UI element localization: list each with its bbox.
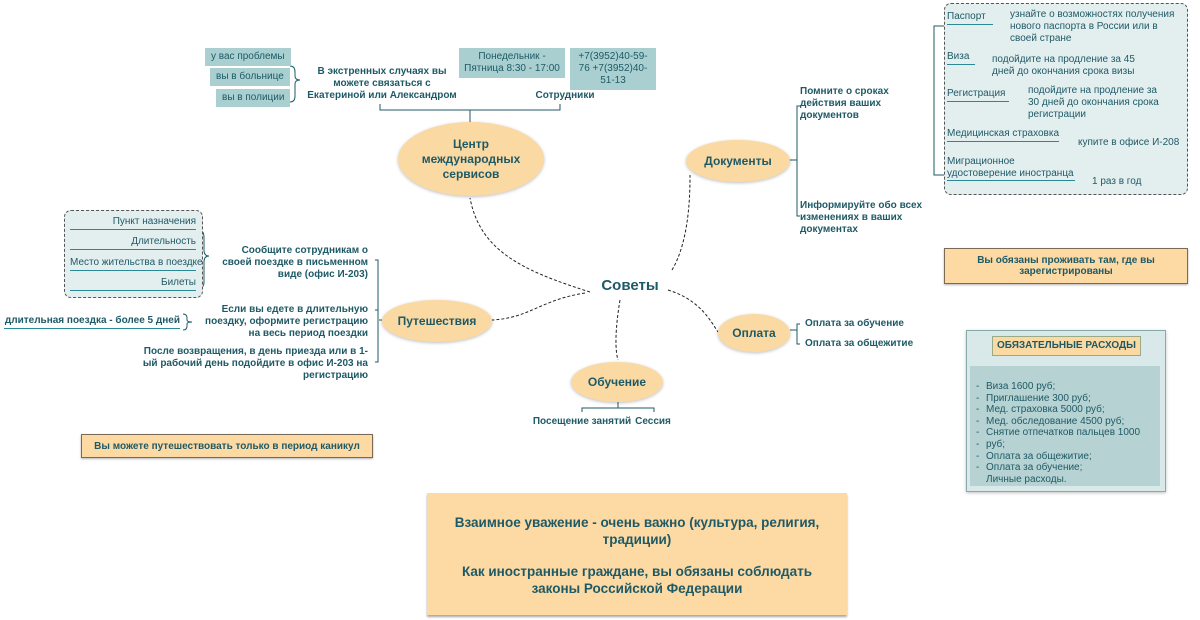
travel-long: Если вы едете в длительную поездку, офор…: [205, 304, 368, 339]
doc-label-visa: Виза: [947, 50, 975, 65]
expense-item: Мед. страховка 5000 руб;: [986, 404, 1105, 416]
doc-note-passport: узнайте о возможностях получения нового …: [1010, 9, 1175, 44]
expense-item: Оплата за общежитие;: [986, 450, 1092, 462]
expense-dash: -: [976, 450, 980, 462]
expense-dash: -: [976, 415, 980, 427]
travel-report-item-2: Длительность: [70, 235, 196, 250]
study-node: Обучение: [571, 362, 663, 402]
travel-report-item-1: Пункт назначения: [70, 215, 196, 230]
expense-dash: -: [976, 462, 980, 474]
travel-return: После возвращения, в день приезда или в …: [142, 346, 368, 381]
centr-node: Центр международных сервисов: [398, 122, 544, 196]
problem-tag-2: вы в больнице: [210, 68, 290, 86]
documents-details-box: [944, 3, 1188, 195]
expense-dash: -: [976, 404, 980, 416]
study-item-1: Посещение занятий: [532, 416, 632, 427]
doc-note-migration: 1 раз в год: [1092, 176, 1142, 187]
expense-item: Снятие отпечатков пальцев 1000 руб;: [986, 427, 1141, 450]
centr-contact-text: В экстренных случаях вы можете связаться…: [307, 66, 457, 101]
bottom-notice: [427, 493, 847, 615]
problem-tag-3: вы в полиции: [216, 89, 291, 107]
staff-label: Сотрудники: [535, 90, 595, 101]
phones-tag: +7(3952)40-59-76 +7(3952)40-51-13: [570, 48, 656, 90]
doc-label-passport: Паспорт: [947, 10, 993, 25]
holidays-notice: Вы можете путешествовать только в период…: [81, 434, 373, 458]
travel-node: Путешествия: [382, 300, 492, 342]
payment-item-2: Оплата за общежитие: [805, 338, 914, 349]
documents-node: Документы: [686, 140, 790, 182]
problem-tag-1: у вас проблемы: [205, 48, 291, 66]
doc-note-registration: подойдите на продление за 30 дней до око…: [1028, 85, 1159, 120]
centr-title: Центр международных сервисов: [421, 136, 521, 181]
expense-dash: -: [976, 392, 980, 404]
doc-note-visa: подойдите на продление за 45 дней до око…: [992, 54, 1135, 77]
expense-item: Оплата за обучение;: [986, 462, 1083, 474]
payment-title: Оплата: [732, 326, 776, 340]
travel-long-note: длительная поездка - более 5 дней: [4, 314, 180, 329]
travel-report-item-4: Билеты: [70, 276, 196, 291]
expenses-title: ОБЯЗАТЕЛЬНЫЕ РАСХОДЫ: [992, 336, 1141, 356]
expenses-inner: [970, 366, 1160, 486]
residence-notice: Вы обязаны проживать там, где вы зарегис…: [944, 248, 1188, 284]
hours-tag: Понедельник - Пятница 8:30 - 17:00: [459, 48, 565, 78]
residence-notice-text: Вы обязаны проживать там, где вы зарегис…: [977, 255, 1155, 277]
expenses-list: Виза 1600 руб; Приглашение 300 руб; Мед.…: [978, 381, 1158, 485]
travel-title: Путешествия: [397, 314, 477, 328]
travel-report: Сообщите сотрудникам о своей поездке в п…: [222, 245, 368, 280]
expense-item: Мед. обследование 4500 руб;: [986, 415, 1125, 427]
expense-item: Виза 1600 руб;: [986, 381, 1056, 392]
documents-inform: Информируйте обо всех изменениях в ваших…: [800, 200, 923, 235]
study-item-2: Сессия: [635, 416, 671, 427]
documents-title: Документы: [704, 154, 772, 168]
payment-node: Оплата: [718, 314, 790, 352]
study-title: Обучение: [587, 375, 647, 389]
payment-item-1: Оплата за обучение: [805, 318, 904, 329]
doc-label-insurance: Медицинская страховка: [947, 127, 1059, 142]
expense-dash: -: [976, 438, 980, 450]
center-title: Советы: [601, 277, 659, 294]
expense-item: Приглашение 300 руб;: [986, 392, 1091, 404]
travel-report-box: [64, 210, 203, 298]
documents-remember: Помните о сроках действия ваших документ…: [800, 86, 889, 121]
bottom-line-2: Как иностранные граждане, вы обязаны соб…: [461, 564, 813, 596]
doc-note-insurance: купите в офисе И-208: [1078, 137, 1180, 148]
doc-label-registration: Регистрация: [947, 87, 1009, 102]
bottom-line-1: Взаимное уважение - очень важно (культур…: [454, 515, 820, 547]
doc-label-migration: Миграционное удостоверение иностранца: [947, 156, 1075, 181]
expense-dash: -: [976, 427, 980, 439]
travel-report-item-3: Место жительства в поездке: [70, 256, 203, 271]
expense-dash: -: [976, 381, 980, 392]
expense-item: Личные расходы.: [986, 473, 1067, 485]
holidays-notice-text: Вы можете путешествовать только в период…: [94, 440, 360, 452]
expense-dashes: --------: [976, 381, 979, 474]
